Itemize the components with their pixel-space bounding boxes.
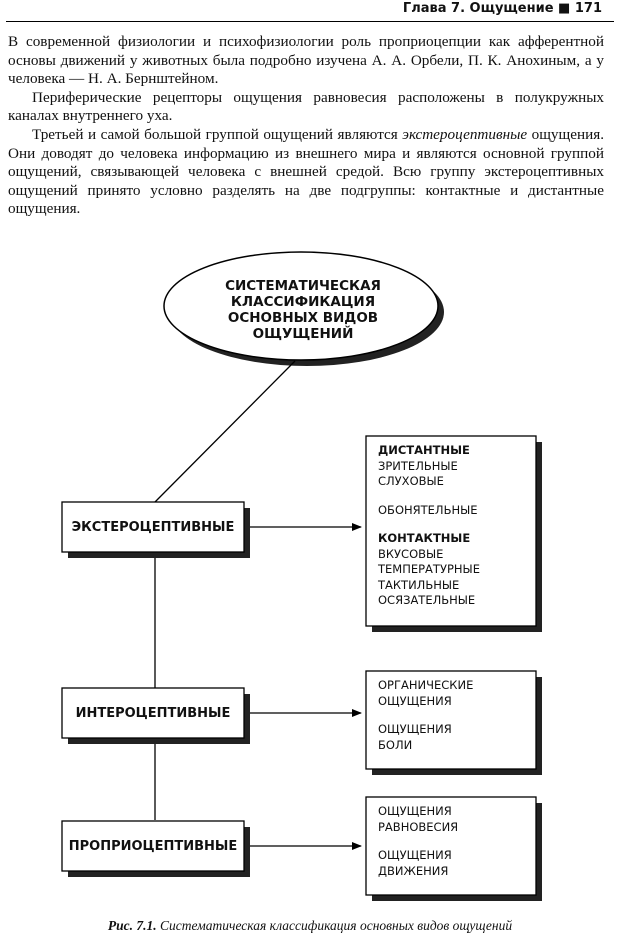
list-item: СЛУХОВЫЕ — [378, 474, 444, 488]
interoceptive-label: ИНТЕРОЦЕПТИВНЫЕ — [75, 705, 231, 721]
paragraph-1: В современной физиологии и психофизиолог… — [8, 33, 604, 88]
list-item: ОЩУЩЕНИЯ — [378, 848, 452, 862]
list-item: ТАКТИЛЬНЫЕ — [378, 577, 460, 592]
root-line-4: ОЩУЩЕНИЙ — [252, 326, 354, 342]
paragraph-3: Третьей и самой большой группой ощущений… — [8, 126, 604, 219]
intero-box — [61, 687, 245, 739]
extero-box — [61, 501, 245, 553]
paragraph-3-start: Третьей и самой большой группой ощущений… — [32, 125, 403, 143]
list-item: ДВИЖЕНИЯ — [378, 863, 449, 878]
list-item: БОЛИ — [378, 737, 413, 752]
header-rule — [6, 21, 614, 22]
list-item: ВКУСОВЫЕ — [378, 546, 444, 561]
list-item: ТЕМПЕРАТУРНЫЕ — [378, 562, 480, 576]
body-text: В современной физиологии и психофизиолог… — [8, 33, 604, 219]
proprioceptive-label: ПРОПРИОЦЕПТИВНЫЕ — [68, 838, 238, 854]
proprio-box — [61, 820, 245, 872]
list-item: ОЩУЩЕНИЯ — [378, 804, 452, 818]
connector-root-extero — [154, 360, 296, 503]
list-item: ОРГАНИЧЕСКИЕ — [378, 678, 474, 692]
proprioceptive-list: ОЩУЩЕНИЯ РАВНОВЕСИЯ ОЩУЩЕНИЯ ДВИЖЕНИЯ — [378, 804, 458, 879]
list-item: ОЩУЩЕНИЯ — [378, 722, 452, 736]
root-node-label: СИСТЕМАТИЧЕСКАЯ КЛАССИФИКАЦИЯ ОСНОВНЫХ В… — [178, 278, 428, 342]
proprio-list-box — [365, 796, 537, 896]
contact-heading: КОНТАКТНЫЕ — [378, 531, 471, 545]
figure-number: Рис. 7.1. — [107, 918, 157, 933]
list-item: РАВНОВЕСИЯ — [378, 819, 459, 834]
running-header: Глава 7. Ощущение ■ 171 — [0, 0, 620, 24]
distant-heading: ДИСТАНТНЫЕ — [378, 443, 470, 457]
list-item: ОСЯЗАТЕЛЬНЫЕ — [378, 593, 476, 607]
paragraph-3-end: ощущения. Они доводят до человека информ… — [8, 125, 604, 218]
root-oval — [163, 251, 439, 361]
exteroceptive-term: экстероцептивные — [402, 125, 528, 143]
root-line-1: СИСТЕМАТИЧЕСКАЯ — [225, 278, 381, 294]
root-line-2: КЛАССИФИКАЦИЯ — [230, 294, 376, 310]
exteroceptive-list: ДИСТАНТНЫЕ ЗРИТЕЛЬНЫЕ СЛУХОВЫЕ ОБОНЯТЕЛЬ… — [378, 443, 480, 609]
exteroceptive-label: ЭКСТЕРОЦЕПТИВНЫЕ — [71, 519, 235, 535]
extero-list-box — [365, 435, 537, 627]
classification-diagram: СИСТЕМАТИЧЕСКАЯ КЛАССИФИКАЦИЯ ОСНОВНЫХ В… — [0, 250, 620, 910]
chapter-title: Глава 7. Ощущение ■ 171 — [402, 1, 602, 16]
list-item: ОЩУЩЕНИЯ — [378, 693, 452, 708]
paragraph-2: Периферические рецепторы ощущения равнов… — [8, 88, 604, 125]
interoceptive-list: ОРГАНИЧЕСКИЕ ОЩУЩЕНИЯ ОЩУЩЕНИЯ БОЛИ — [378, 678, 473, 753]
root-line-3: ОСНОВНЫХ ВИДОВ — [227, 310, 379, 326]
list-item: ОБОНЯТЕЛЬНЫЕ — [378, 502, 478, 517]
list-item: ЗРИТЕЛЬНЫЕ — [378, 458, 458, 473]
intero-list-box — [365, 670, 537, 770]
figure-caption-text: Систематическая классификация основных в… — [156, 918, 513, 933]
figure-caption: Рис. 7.1. Систематическая классификация … — [0, 918, 620, 934]
diagram-graphics — [61, 251, 542, 901]
